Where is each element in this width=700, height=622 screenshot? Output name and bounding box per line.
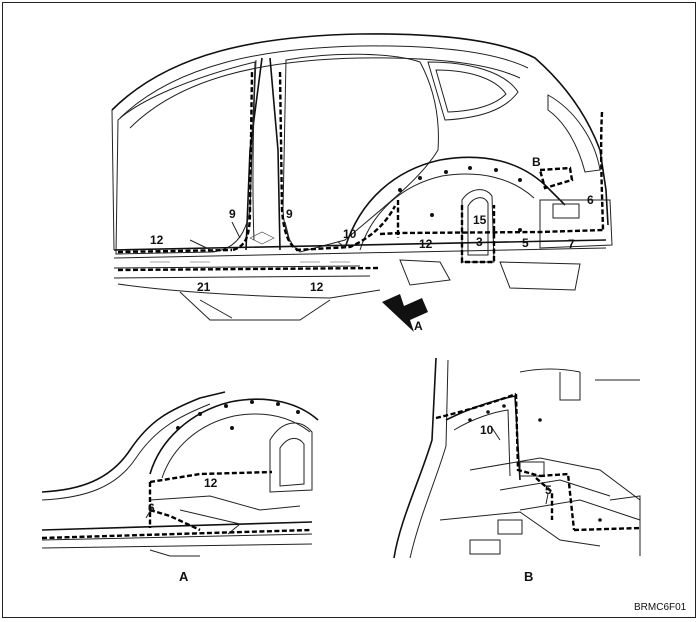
figure-code: BRMC6F01 <box>634 602 687 613</box>
label-rear-end: 7 <box>568 237 575 251</box>
view-arrow-icon <box>382 294 428 332</box>
label-rocker-lower: 12 <box>310 280 324 294</box>
detail-a-view <box>41 391 319 557</box>
detail-b-label-floor: 5 <box>545 483 552 497</box>
detail-a-label-rail: 12 <box>204 476 218 490</box>
label-inner-lower: 3 <box>476 235 483 249</box>
label-floor-lower: 21 <box>197 280 211 294</box>
detail-a-label-post: 6 <box>148 501 155 515</box>
label-rocker-rear: 12 <box>419 237 433 251</box>
detail-b-label-arch: 10 <box>480 423 494 437</box>
label-arrow-marker: A <box>414 319 423 333</box>
label-pillar-left: 9 <box>229 207 236 221</box>
label-detail-b-marker: B <box>532 155 541 169</box>
detail-a-caption: A <box>179 569 189 584</box>
detail-b-view <box>393 357 641 559</box>
main-vehicle-view <box>111 33 613 332</box>
label-pillar-right: 9 <box>286 207 293 221</box>
label-rocker-front: 12 <box>150 233 164 247</box>
detail-b-caption: B <box>524 569 533 584</box>
label-inner-panel: 15 <box>473 213 487 227</box>
label-rear-floor: 5 <box>522 236 529 250</box>
label-wheelhouse-arch: 10 <box>343 227 357 241</box>
label-quarter-rear: 6 <box>587 193 594 207</box>
